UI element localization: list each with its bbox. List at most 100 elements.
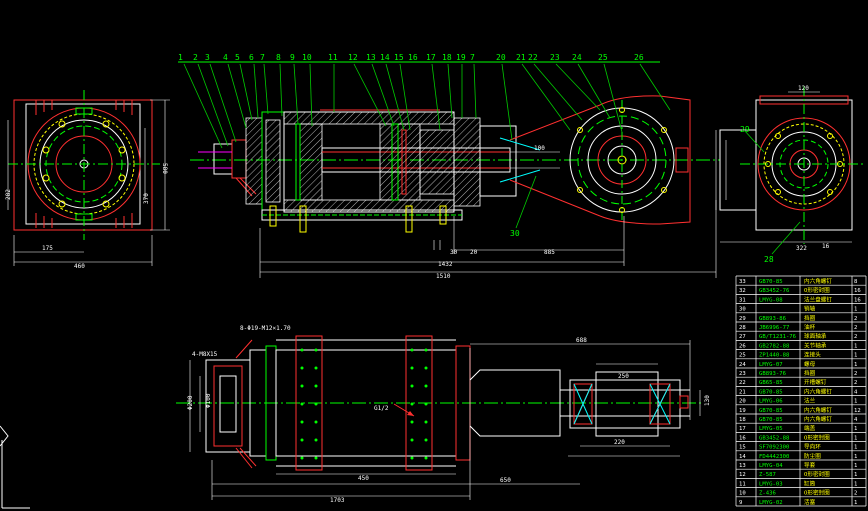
bom-row-code: LMYG-04	[759, 463, 783, 469]
bom-row-qty: 1	[854, 362, 857, 368]
dim-top-100: 100	[534, 145, 545, 152]
bom-row-code: LMYG-05	[759, 426, 783, 432]
balloon-2: 2	[193, 53, 198, 62]
bom-row-name: O形密封圈	[804, 286, 830, 294]
dim-right-120: 120	[798, 85, 809, 92]
balloon-14: 14	[380, 53, 390, 62]
bom-row-no: 30	[739, 307, 746, 313]
bom-row-code: GB70-85	[759, 408, 783, 414]
bom-row-no: 18	[739, 417, 746, 423]
balloon-23: 23	[550, 53, 560, 62]
note-g: G1/2	[374, 405, 389, 412]
balloon-19: 19	[456, 53, 466, 62]
right-end-view: 120 322 16 29 28	[715, 85, 866, 264]
dim-top-1510: 1510	[436, 273, 451, 280]
balloon-4: 4	[223, 53, 228, 62]
bottom-plan-view: 688 1703 650 450 250 220 130 4-M8X15 8-Φ…	[176, 325, 711, 504]
bom-row-qty: 1	[854, 353, 857, 359]
bom-row-qty: 2	[854, 380, 857, 386]
bom-row-no: 19	[739, 408, 746, 414]
bom-row-code: GB893-76	[759, 371, 786, 377]
bom-row-no: 29	[739, 316, 746, 322]
bom-row-name: 挡圈	[804, 314, 816, 322]
bom-row-name: 开槽螺钉	[804, 378, 827, 386]
bom-row-name: 销轴	[804, 305, 816, 313]
bom-row-qty: 1	[854, 481, 857, 487]
bom-row-name: O形密封圈	[804, 489, 830, 497]
bom-row-name: O形密封圈	[804, 470, 830, 478]
bom-row-code: GB3452-76	[759, 288, 789, 294]
bom-row-no: 20	[739, 399, 746, 405]
dim-left-height-2: 282	[5, 189, 12, 200]
bom-row-qty: 4	[854, 417, 858, 423]
bom-row-no: 16	[739, 435, 746, 441]
bom-row-no: 15	[739, 445, 746, 451]
bom-row-name: 挡圈	[804, 369, 816, 377]
dim-right-16: 16	[822, 243, 830, 250]
bom-row-no: 17	[739, 426, 746, 432]
bom-row-name: 内六角螺钉	[804, 387, 832, 395]
bom-row-qty: 1	[854, 426, 857, 432]
bom-row-name: 导向环	[804, 443, 821, 451]
bom-row-qty: 1	[854, 445, 857, 451]
bom-row-name: O形密封圈	[804, 433, 830, 441]
bom-row-qty: 1	[854, 343, 857, 349]
bom-row-code: JB6996-77	[759, 325, 789, 331]
bom-row-no: 21	[739, 389, 746, 395]
bom-row-no: 27	[739, 334, 746, 340]
bom-row-name: 内六角螺钉	[804, 277, 832, 285]
bom-row-code: GB70-85	[759, 417, 783, 423]
balloon-15: 15	[394, 53, 404, 62]
dim-top-30: 30	[450, 249, 458, 256]
dim-top-885: 885	[544, 249, 555, 256]
bom-row-qty: 1	[854, 463, 857, 469]
bom-row-code: GB70-85	[759, 279, 783, 285]
bom-row-qty: 1	[854, 399, 857, 405]
bom-row-no: 33	[739, 279, 746, 285]
bom-row-code: ZP1440-88	[759, 353, 790, 359]
balloon-21: 21	[516, 53, 526, 62]
balloon-28: 28	[764, 255, 774, 264]
bom-row-no: 24	[739, 362, 746, 368]
dim-bot-250: 250	[618, 373, 629, 380]
bom-row-qty: 8	[854, 279, 858, 285]
bom-row-name: 防尘圈	[804, 452, 821, 460]
bom-row-code: Z-436	[759, 491, 776, 497]
bom-row-qty: 12	[854, 408, 861, 414]
bom-row-name: 内六角螺钉	[804, 406, 832, 414]
balloon-18: 18	[442, 53, 452, 62]
bom-row-qty: 4	[854, 389, 858, 395]
bom-row-qty: 1	[854, 307, 857, 313]
balloon-17: 17	[426, 53, 436, 62]
bom-row-code: SF7092300	[759, 445, 789, 451]
bom-row-no: 9	[739, 500, 742, 506]
bom-row-name: 端盖	[804, 424, 816, 432]
bom-row-no: 28	[739, 325, 746, 331]
balloon-29: 29	[740, 125, 750, 134]
dim-bot-220: 220	[614, 439, 625, 446]
bom-row-qty: 2	[854, 334, 857, 340]
dim-left-total-width: 460	[74, 263, 85, 270]
top-section-view: 1 2 3 4 5 6 7 8 9 10 11 12 13 14 15 16 1…	[178, 53, 720, 280]
bom-row-name: 连接头	[804, 351, 821, 359]
dim-left-height-3: 370	[143, 193, 150, 204]
balloon-7b: 7	[470, 53, 475, 62]
bom-row-qty: 1	[854, 500, 857, 506]
dim-bot-650: 650	[500, 477, 511, 484]
balloon-13: 13	[366, 53, 376, 62]
bom-row-no: 32	[739, 288, 746, 294]
bom-row-code: FD4442300	[759, 454, 789, 460]
balloon-9: 9	[290, 53, 295, 62]
bom-row-code: LMYG-03	[759, 481, 783, 487]
bom-row-name: 法兰盘螺钉	[804, 295, 832, 303]
bom-row-name: 法兰	[804, 397, 816, 405]
bom-row-no: 26	[739, 343, 746, 349]
bom-row-code: GB65-85	[759, 380, 783, 386]
balloon-22: 22	[528, 53, 538, 62]
bom-row-code: LMYG-07	[759, 362, 783, 368]
bom-row-no: 11	[739, 481, 746, 487]
bom-row-code: Z-587	[759, 472, 776, 478]
bom-row-qty: 2	[854, 491, 857, 497]
